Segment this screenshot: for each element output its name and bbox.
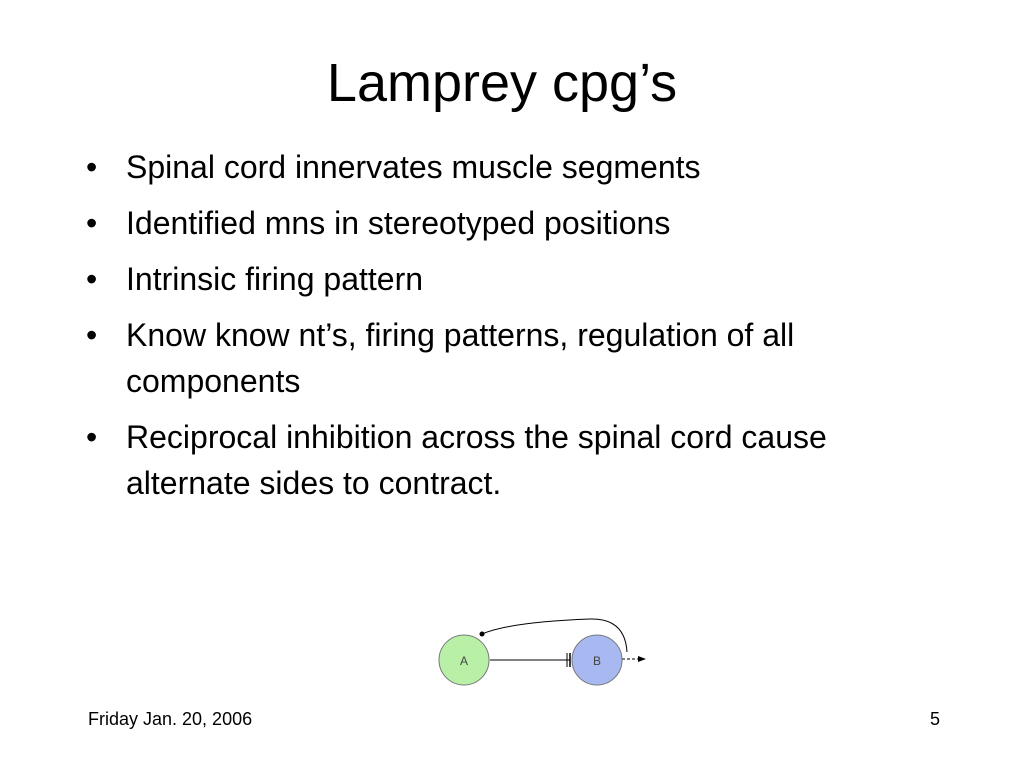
feedback-connection <box>481 618 628 653</box>
bullet-marker: • <box>86 261 98 297</box>
bullet-marker: • <box>86 149 98 185</box>
bullet-text: Know know nt’s, firing patterns, regulat… <box>126 317 795 399</box>
bullet-marker: • <box>86 317 98 353</box>
bullet-text: Reciprocal inhibition across the spinal … <box>126 419 827 501</box>
page-number: 5 <box>929 709 940 729</box>
bullet-item: • Know know nt’s, firing patterns, regul… <box>86 312 946 404</box>
bullet-text: Spinal cord innervates muscle segments <box>126 149 701 185</box>
bullet-marker: • <box>86 419 98 455</box>
bullet-text: Identified mns in stereotyped positions <box>126 205 671 241</box>
bullet-text: Intrinsic firing pattern <box>126 261 424 297</box>
slide-title: Lamprey cpg’s <box>326 53 678 113</box>
arrow-head-icon <box>638 656 646 662</box>
bullet-marker: • <box>86 205 98 241</box>
neuron-diagram: A B <box>438 618 646 686</box>
bullet-list: • Spinal cord innervates muscle segments… <box>86 144 946 516</box>
node-a <box>438 634 490 686</box>
footer-date: Friday Jan. 20, 2006 <box>88 709 253 729</box>
bullet-item: • Reciprocal inhibition across the spina… <box>86 414 946 506</box>
node-b-label: B <box>593 654 601 668</box>
excitatory-terminal <box>479 631 485 637</box>
bullet-item: • Intrinsic firing pattern <box>86 256 946 302</box>
bullet-item: • Spinal cord innervates muscle segments <box>86 144 946 190</box>
node-b <box>571 634 623 686</box>
bullet-item: • Identified mns in stereotyped position… <box>86 200 946 246</box>
node-a-label: A <box>460 654 468 668</box>
